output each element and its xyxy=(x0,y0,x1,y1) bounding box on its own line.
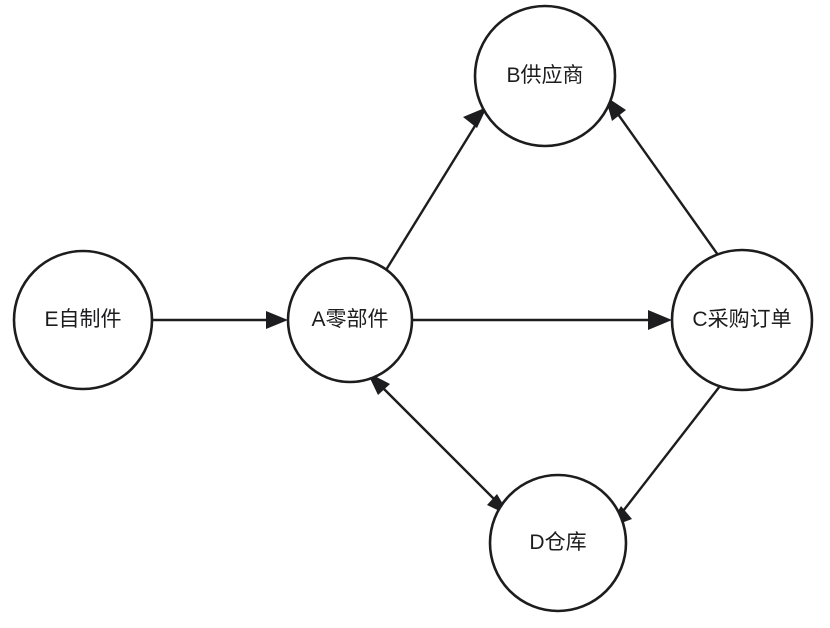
node-a-circle[interactable] xyxy=(286,256,414,384)
edge-e-to-a-arrowhead xyxy=(266,311,288,329)
node-e-circle[interactable] xyxy=(12,249,154,391)
nodes-layer xyxy=(12,4,814,613)
edge-c-to-b-line xyxy=(614,109,719,256)
node-c-circle[interactable] xyxy=(670,248,814,392)
edge-a-to-b-arrowhead xyxy=(463,107,487,128)
edge-a-to-c-arrowhead xyxy=(648,310,672,330)
edge-c-to-b[interactable] xyxy=(605,96,719,256)
node-d-circle[interactable] xyxy=(488,473,628,613)
edge-a-to-d[interactable] xyxy=(367,372,510,516)
edge-a-to-b-line xyxy=(384,120,480,271)
edges-layer xyxy=(152,96,721,528)
node-b-circle[interactable] xyxy=(473,4,617,148)
edge-c-to-d-line xyxy=(619,385,721,516)
edge-a-to-d-line xyxy=(377,382,501,506)
edge-a-to-b[interactable] xyxy=(384,107,487,271)
edge-c-to-d[interactable] xyxy=(608,385,721,528)
edge-a-to-c[interactable] xyxy=(412,310,672,330)
edge-e-to-a[interactable] xyxy=(152,311,288,329)
